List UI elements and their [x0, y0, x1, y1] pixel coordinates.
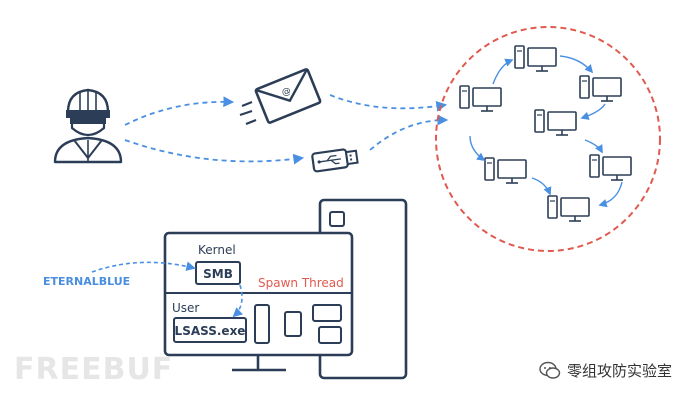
smb-label: SMB	[203, 267, 233, 281]
eternalblue-label: ETERNALBLUE	[43, 275, 130, 288]
kernel-label: Kernel	[198, 243, 236, 257]
channel-watermark: 零组攻防实验室	[539, 360, 672, 381]
wechat-icon	[539, 361, 561, 379]
lsass-label: LSASS.exe	[175, 324, 246, 338]
computer-icon	[514, 45, 557, 72]
spawn-thread-label: Spawn Thread	[258, 276, 344, 290]
computer-icon	[534, 109, 577, 136]
computer-icon	[547, 195, 590, 222]
email-icon: @	[239, 68, 322, 126]
user-label: User	[172, 301, 199, 315]
svg-text:@: @	[280, 86, 292, 99]
computer-icon	[589, 154, 632, 181]
channel-name: 零组攻防实验室	[566, 362, 672, 380]
freebuf-watermark: FREEBUF	[14, 352, 174, 387]
computer-illustration	[163, 198, 408, 380]
usb-drive-icon	[311, 148, 359, 173]
computer-icon	[459, 85, 502, 112]
infected-network-icon	[435, 26, 661, 252]
computer-icon	[484, 157, 527, 184]
hacker-icon	[53, 88, 123, 164]
computer-icon	[579, 75, 622, 102]
